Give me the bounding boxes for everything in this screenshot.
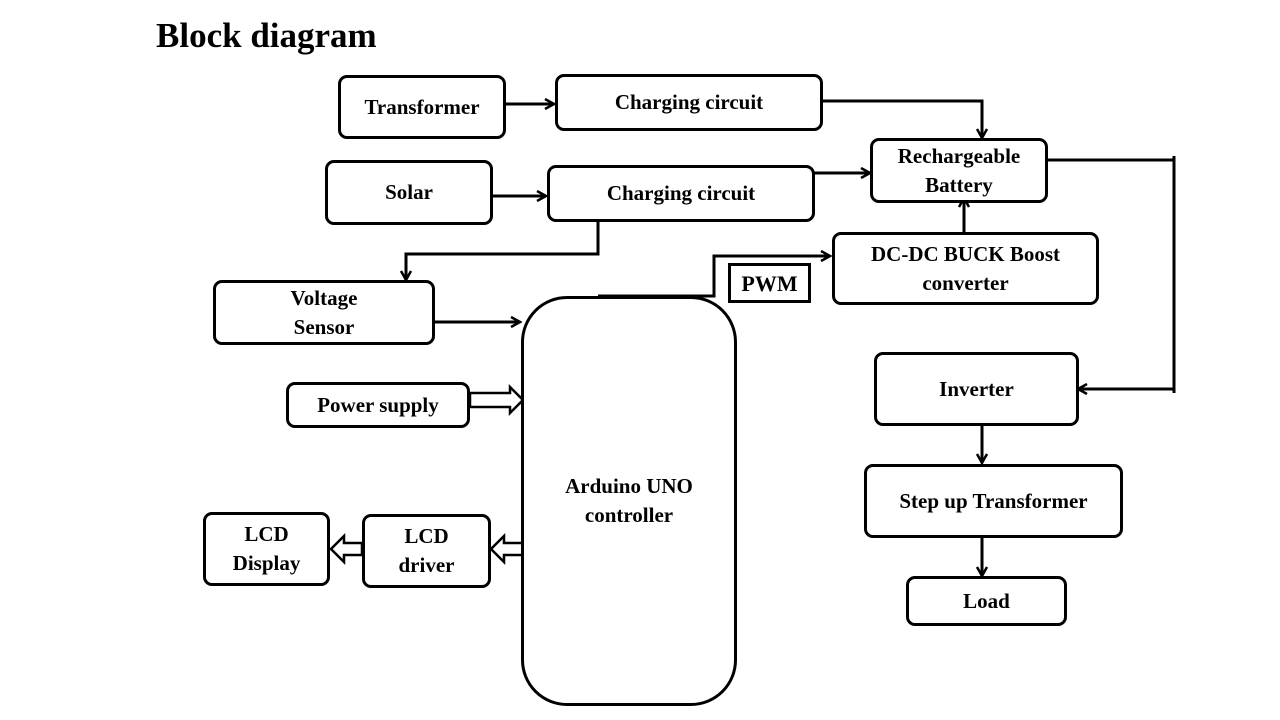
arduino-controller-block: Arduino UNO controller — [521, 296, 737, 706]
arrow-charging1-to-battery — [822, 99, 982, 138]
block-arrow-lcd-driver-to-display — [329, 532, 364, 566]
lcd-driver-block: LCD driver — [362, 514, 491, 588]
charging-circuit-2-block: Charging circuit — [547, 165, 815, 222]
charging-circuit-1-block: Charging circuit — [555, 74, 823, 131]
solar-block: Solar — [325, 160, 493, 225]
pwm-label: PWM — [728, 263, 811, 303]
diagram-title: Block diagram — [156, 16, 377, 55]
block-arrow-power-to-controller — [468, 383, 525, 417]
voltage-sensor-block: Voltage Sensor — [213, 280, 435, 345]
dc-dc-converter-block: DC-DC BUCK Boost converter — [832, 232, 1099, 305]
step-up-transformer-block: Step up Transformer — [864, 464, 1123, 538]
inverter-block: Inverter — [874, 352, 1079, 426]
transformer-block: Transformer — [338, 75, 506, 139]
power-supply-block: Power supply — [286, 382, 470, 428]
lcd-display-block: LCD Display — [203, 512, 330, 586]
rechargeable-battery-block: Rechargeable Battery — [870, 138, 1048, 203]
arrow-charging2-to-voltage-sensor — [406, 221, 600, 280]
load-block: Load — [906, 576, 1067, 626]
